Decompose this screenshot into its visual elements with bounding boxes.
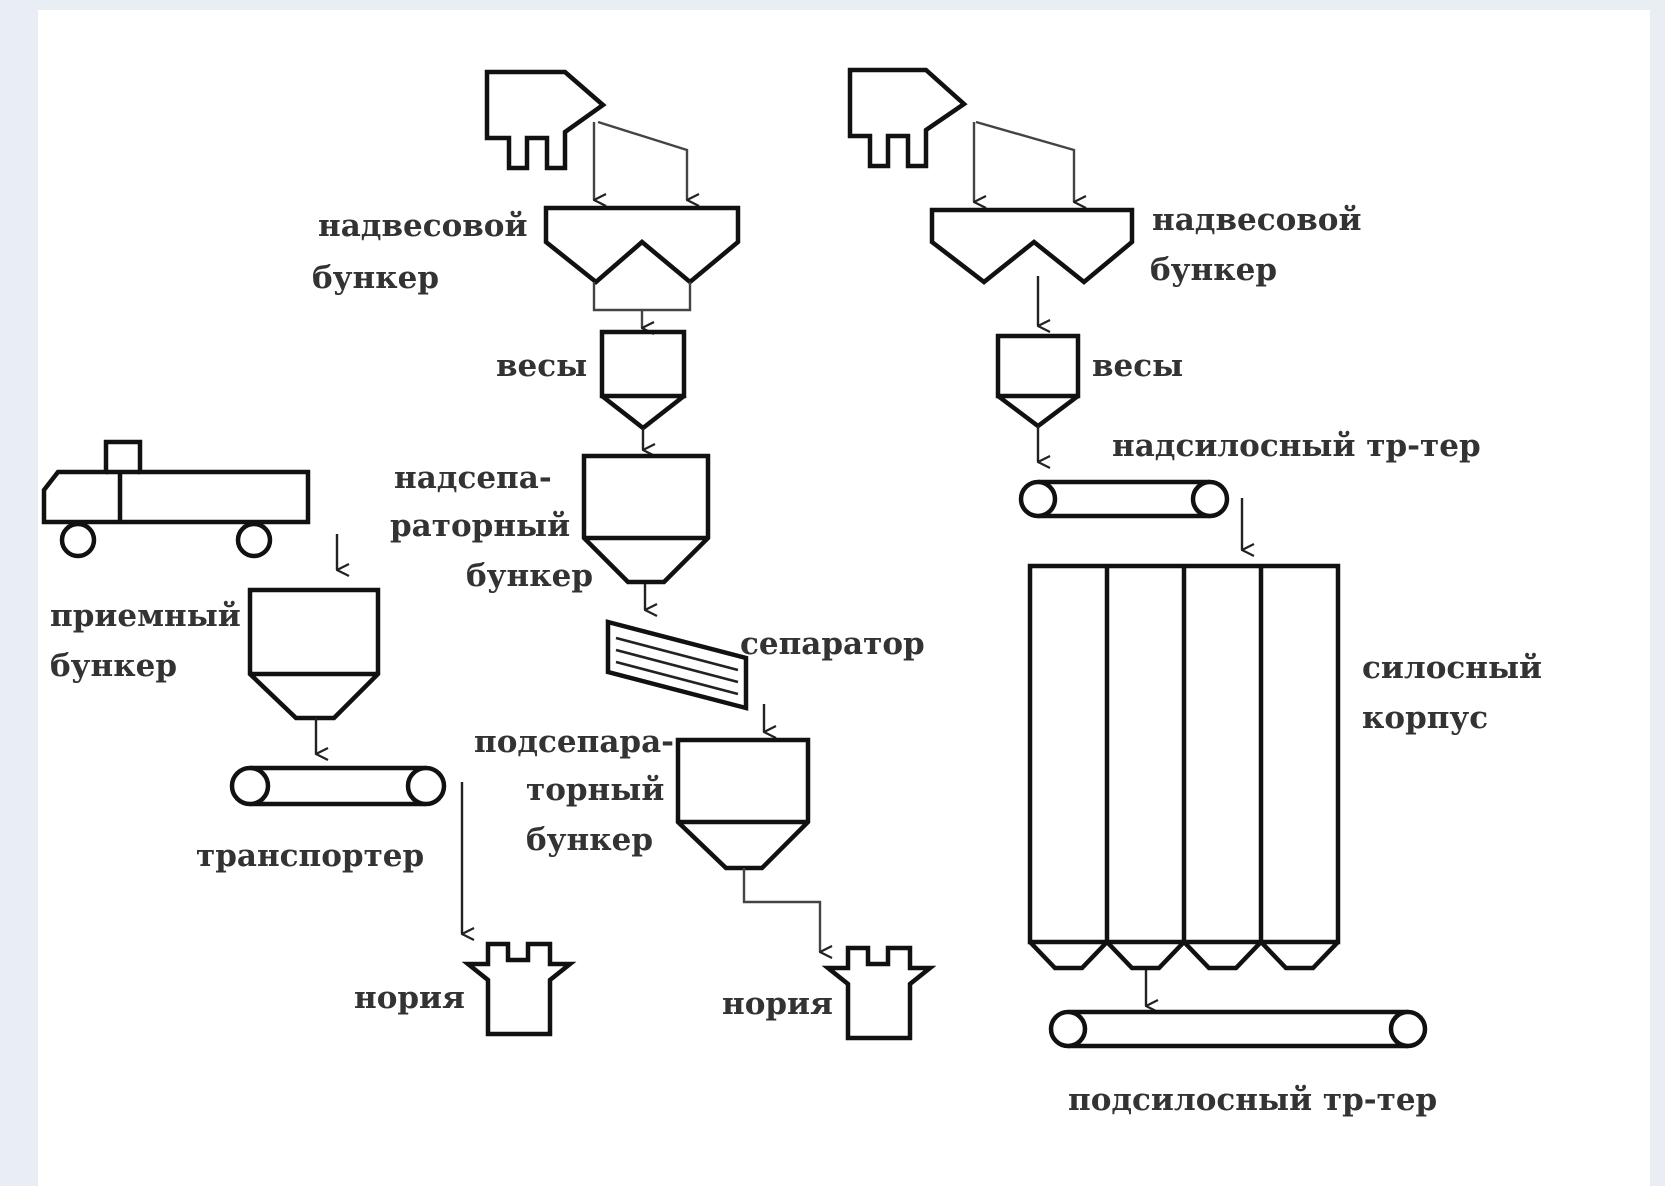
- label-podsep-3: бункер: [526, 822, 653, 858]
- label-noria-mid: нория: [722, 986, 833, 1022]
- label-nadvesovoy-right-1: надвесовой: [1152, 202, 1361, 238]
- separator-sieves: [615, 636, 739, 696]
- label-podsep-1: подсепара-: [474, 724, 674, 760]
- conveyor-icon-nadsilosny: [1018, 479, 1230, 519]
- label-silosny-2: корпус: [1362, 700, 1488, 736]
- silo-icon: [1027, 563, 1341, 971]
- elevator-building-icon-left: [484, 69, 607, 171]
- label-vesy-left: весы: [496, 348, 587, 384]
- label-separator: сепаратор: [740, 626, 925, 662]
- grain-elevator-flow-diagram: надвесовой бункер весы надсепа- раторный…: [41, 67, 1542, 1118]
- label-noria-left: нория: [354, 980, 465, 1016]
- label-transporter: транспортер: [196, 838, 424, 874]
- label-nadvesovoy-left-1: надвесовой: [318, 208, 527, 244]
- separator-icon: [605, 619, 749, 711]
- label-priemny-2: бункер: [50, 648, 177, 684]
- hopper-icon-priemny: [247, 587, 381, 721]
- label-nadsep-3: бункер: [466, 558, 593, 594]
- hopper-icon-nadseparatorny: [581, 453, 711, 585]
- hopper-icon-nadvesovoy-left: [543, 205, 741, 285]
- label-nadvesovoy-left-2: бункер: [312, 260, 439, 296]
- label-nadsilosny: надсилосный тр-тер: [1112, 428, 1481, 464]
- label-nadvesovoy-right-2: бункер: [1150, 252, 1277, 288]
- label-podsep-2: торный: [526, 772, 664, 808]
- label-nadsep-1: надсепа-: [394, 460, 552, 496]
- connector-podsep-to-noria: [742, 868, 820, 952]
- hopper-icon-podseparatorny: [675, 737, 811, 871]
- chute-left-b: [597, 120, 687, 200]
- label-nadsep-2: раторный: [390, 508, 570, 544]
- chute-right-b: [975, 120, 1074, 202]
- conveyor-icon-transporter: [229, 765, 447, 807]
- noria-icon-mid: [821, 945, 937, 1041]
- hopper-icon-nadvesovoy-right: [929, 207, 1135, 285]
- elevator-building-icon-right: [847, 67, 968, 169]
- connector-hopper-to-scale: [592, 282, 692, 328]
- diagram-canvas: надвесовой бункер весы надсепа- раторный…: [38, 10, 1650, 1186]
- label-podsilosny: подсилосный тр-тер: [1068, 1082, 1437, 1118]
- noria-icon-left: [461, 941, 577, 1037]
- scale-icon-right: [995, 333, 1081, 429]
- label-silosny-1: силосный: [1362, 650, 1542, 686]
- label-vesy-right: весы: [1092, 348, 1183, 384]
- conveyor-icon-podsilosny: [1048, 1009, 1428, 1049]
- label-priemny-1: приемный: [50, 598, 241, 634]
- truck-icon: [41, 439, 311, 559]
- scale-icon-left: [599, 329, 687, 431]
